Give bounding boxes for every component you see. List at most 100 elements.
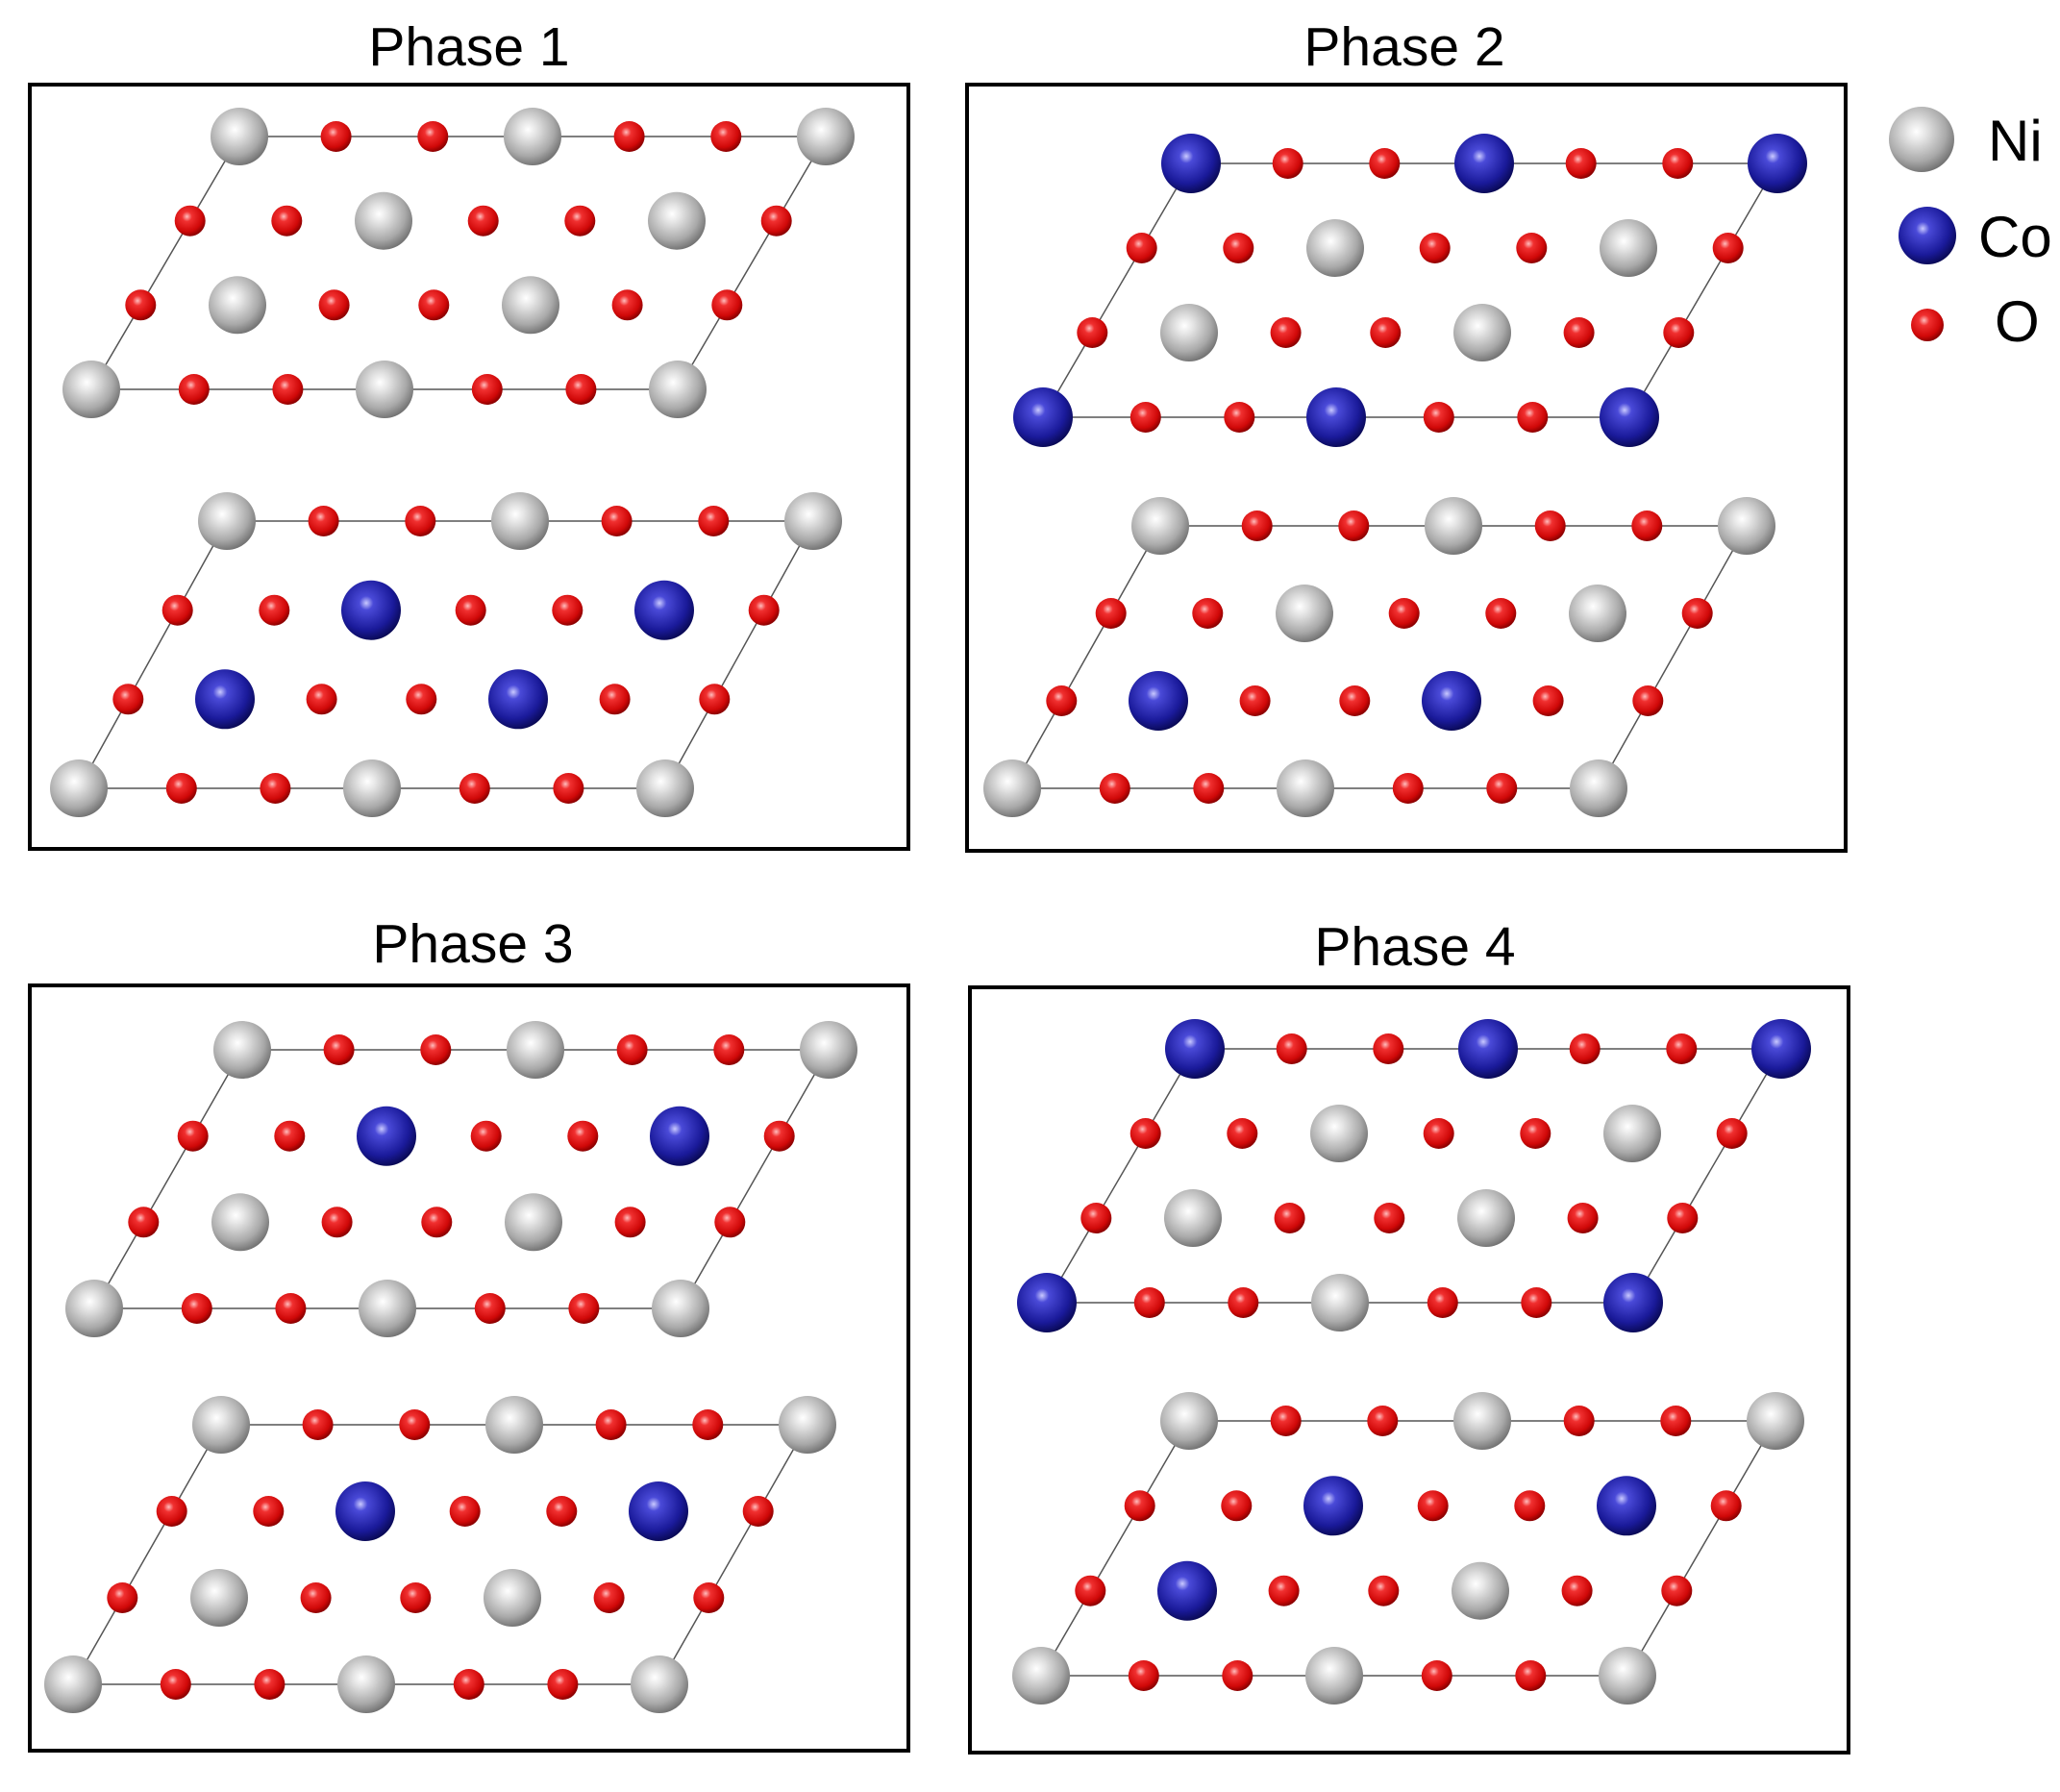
lattice-o-atom — [1270, 1406, 1302, 1436]
lattice-o-atom — [599, 684, 631, 715]
lattice-o-atom — [323, 1034, 355, 1065]
panel-3-lower-layer — [44, 1396, 836, 1713]
lattice-o-atom — [1534, 510, 1566, 541]
top-row-ni-atom — [485, 1396, 543, 1454]
lattice-o-atom — [455, 594, 486, 626]
lattice-o-atom — [274, 1120, 306, 1152]
top-row-ni-atom — [491, 492, 549, 550]
lattice-o-atom — [1124, 1490, 1155, 1522]
lattice-o-atom — [1099, 773, 1130, 804]
lattice-o-atom — [1272, 148, 1303, 179]
lattice-o-atom — [616, 1034, 648, 1065]
panel-3-upper-layer — [65, 1021, 857, 1337]
lattice-o-atom — [1521, 1287, 1552, 1318]
lattice-o-atom — [763, 1120, 795, 1152]
lattice-o-atom — [1565, 148, 1597, 179]
bottom-row-co-atom — [1013, 387, 1073, 447]
row-c-co-atom — [1422, 671, 1481, 731]
lattice-o-atom — [1193, 773, 1225, 804]
row-b-ni-atom — [1603, 1105, 1661, 1162]
lattice-o-atom — [1660, 1406, 1692, 1436]
row-c-ni-atom — [1160, 304, 1218, 361]
bottom-row-ni-atom — [631, 1655, 688, 1713]
lattice-o-atom — [417, 121, 449, 152]
row-c-co-atom — [195, 669, 255, 730]
bottom-row-ni-atom — [343, 759, 401, 817]
lattice-o-atom — [253, 1496, 285, 1527]
panel-title-4: Phase 4 — [1314, 916, 1515, 978]
lattice-o-atom — [1227, 1118, 1258, 1149]
lattice-o-atom — [611, 289, 643, 321]
lattice-o-atom — [748, 594, 780, 626]
row-b-co-atom — [650, 1106, 709, 1166]
lattice-o-atom — [1427, 1287, 1458, 1318]
lattice-o-atom — [1046, 685, 1078, 716]
unit-cell-outline — [89, 136, 828, 390]
lattice-o-atom — [547, 1669, 579, 1700]
lattice-o-atom — [271, 205, 303, 236]
lattice-o-atom — [593, 1582, 625, 1613]
lattice-o-atom — [699, 684, 731, 715]
bottom-row-co-atom — [1017, 1273, 1077, 1332]
row-b-ni-atom — [1310, 1105, 1368, 1162]
lattice-o-atom — [1224, 402, 1255, 433]
bottom-row-ni-atom — [649, 361, 707, 418]
lattice-o-atom — [1095, 598, 1127, 629]
lattice-o-atom — [1663, 317, 1695, 348]
lattice-o-atom — [1567, 1203, 1599, 1233]
lattice-o-atom — [1423, 402, 1454, 433]
unit-cell-outline — [92, 1049, 831, 1309]
lattice-o-atom — [1421, 1660, 1452, 1691]
bottom-row-ni-atom — [337, 1655, 395, 1713]
row-b-co-atom — [634, 580, 694, 640]
lattice-o-atom — [1276, 1033, 1307, 1064]
row-c-co-atom — [488, 669, 548, 730]
lattice-o-atom — [595, 1409, 627, 1440]
top-row-ni-atom — [1131, 497, 1189, 555]
lattice-o-atom — [471, 374, 503, 405]
lattice-o-atom — [1373, 1033, 1404, 1064]
lattice-o-atom — [567, 1120, 599, 1152]
lattice-o-atom — [400, 1582, 432, 1613]
lattice-o-atom — [1563, 317, 1595, 348]
lattice-o-atom — [161, 594, 193, 626]
row-b-co-atom — [1303, 1476, 1363, 1536]
bottom-row-ni-atom — [1570, 759, 1627, 817]
top-row-ni-atom — [1718, 497, 1775, 555]
unit-cell-outline — [1045, 1048, 1783, 1304]
lattice-o-atom — [1388, 598, 1420, 629]
lattice-o-atom — [1374, 1203, 1405, 1233]
lattice-o-atom — [698, 506, 730, 536]
lattice-o-atom — [1368, 1575, 1400, 1606]
lattice-o-atom — [1712, 233, 1744, 263]
lattice-o-atom — [1532, 685, 1564, 716]
lattice-o-atom — [470, 1120, 502, 1152]
lattice-o-atom — [1221, 1490, 1253, 1522]
lattice-o-atom — [160, 1669, 191, 1700]
lattice-o-atom — [1126, 233, 1157, 263]
row-c-ni-atom — [1457, 1189, 1515, 1247]
bottom-row-ni-atom — [1012, 1647, 1070, 1705]
panel-frame-2 — [965, 83, 1848, 853]
lattice-o-atom — [1367, 1406, 1399, 1436]
lattice-o-atom — [308, 506, 339, 536]
top-row-ni-atom — [800, 1021, 857, 1079]
top-row-ni-atom — [779, 1396, 836, 1454]
top-row-ni-atom — [1453, 1392, 1511, 1450]
lattice-o-atom — [565, 374, 597, 405]
legend-ni-atom — [1889, 107, 1954, 172]
bottom-row-ni-atom — [1277, 759, 1334, 817]
row-c-ni-atom — [1453, 304, 1511, 361]
lattice-o-atom — [474, 1293, 506, 1324]
bottom-row-ni-atom — [356, 361, 413, 418]
panel-frame-3 — [28, 983, 910, 1753]
top-row-ni-atom — [797, 108, 855, 165]
lattice-o-atom — [1561, 1575, 1593, 1606]
lattice-o-atom — [125, 289, 157, 321]
unit-cell-outline — [1039, 1420, 1777, 1677]
lattice-o-atom — [564, 205, 596, 236]
lattice-o-atom — [760, 205, 792, 236]
lattice-o-atom — [1270, 317, 1302, 348]
row-c-ni-atom — [502, 276, 559, 335]
panel-2-lower-layer — [983, 497, 1775, 817]
